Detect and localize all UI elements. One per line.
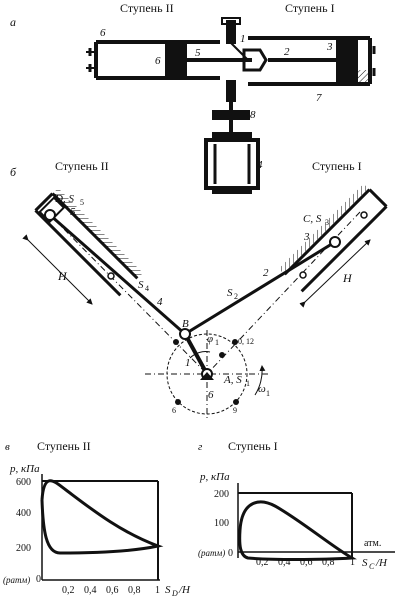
panel-b-stage1-title: Ступень I — [312, 159, 362, 173]
panel-v-letter: в — [5, 441, 10, 453]
stage2-cylinder — [86, 40, 252, 80]
panel-v-zero: 0 — [36, 574, 41, 585]
label-s2-sub: 2 — [234, 292, 238, 301]
panel-g-atm: атм. — [364, 538, 381, 549]
label-b-5: 5 — [70, 206, 76, 218]
panel-v-xtick-04: 0,4 — [84, 585, 97, 596]
panel-v-xlabel-sub: D — [171, 589, 178, 598]
label-a-2: 2 — [284, 46, 290, 58]
label-d: D, S — [54, 193, 74, 205]
panel-v-xtick-1: 1 — [155, 585, 160, 596]
label-b: B — [182, 318, 189, 330]
panel-v-curve — [40, 479, 164, 555]
label-pos-0-12: 0, 12 — [238, 337, 254, 346]
panel-b-letter: б — [10, 165, 17, 179]
panel-a-stage2-title: Ступень II — [120, 1, 174, 15]
label-phi-sub: 1 — [215, 338, 219, 347]
panel-g-xlabel-h: /H — [375, 557, 388, 569]
panel-g-zero: 0 — [228, 548, 233, 559]
label-h-left: H — [57, 269, 68, 283]
link-2 — [184, 240, 336, 336]
panel-g: г Ступень I p, кПа 200 100 (pатм) 0 атм.… — [198, 439, 395, 571]
label-c: C, S — [303, 213, 322, 225]
panel-g-ytick-100: 100 — [214, 518, 229, 529]
panel-g-letter: г — [198, 441, 203, 453]
panel-g-ytick-200: 200 — [214, 489, 229, 500]
panel-v-ytick-400: 400 — [16, 508, 31, 519]
joint-d — [44, 209, 56, 221]
panel-g-xtick-06: 0,6 — [300, 557, 313, 568]
label-omega-sub: 1 — [266, 389, 270, 398]
label-d-sub: 5 — [80, 198, 84, 207]
panel-g-xlabel-s: S — [362, 557, 368, 569]
panel-v-xlabel-h: /H — [178, 584, 191, 596]
panel-v-xtick-08: 0,8 — [128, 585, 141, 596]
panel-g-xtick-02: 0,2 — [256, 557, 269, 568]
stage2-piston — [165, 44, 187, 76]
flywheel — [212, 110, 250, 120]
label-a-7: 4 — [257, 159, 263, 171]
label-a-6-right: 7 — [316, 92, 322, 104]
panel-v-xtick-06: 0,6 — [106, 585, 119, 596]
label-s4-sub: 4 — [145, 284, 149, 293]
crank-circle — [166, 333, 248, 415]
panel-v: в Ступень II p, кПа 600 400 200 (pатм) 0… — [3, 439, 191, 598]
panel-v-xlabel-s: S — [165, 584, 171, 596]
panel-a-letter: а — [10, 15, 16, 29]
stage2-inclined-cylinder — [34, 187, 143, 297]
label-s4: S — [138, 279, 144, 291]
panel-v-title: Ступень II — [37, 439, 91, 453]
label-a-1: 1 — [240, 33, 246, 45]
panel-g-patm: (pатм) — [198, 548, 225, 558]
label-b-2: 2 — [263, 267, 269, 279]
label-a: A, S — [223, 374, 242, 386]
label-c-sub: 3 — [325, 218, 329, 227]
panel-g-ylabel: p, кПа — [199, 471, 230, 483]
joint-c — [329, 236, 341, 248]
panel-b-stage2-title: Ступень II — [55, 159, 109, 173]
panel-g-xtick-04: 0,4 — [278, 557, 291, 568]
panel-g-xtick-08: 0,8 — [322, 557, 335, 568]
label-a-6-left: 6 — [100, 27, 106, 39]
label-pos-9: 9 — [233, 406, 237, 415]
label-b-3: 3 — [303, 231, 310, 243]
label-phi: φ — [207, 333, 213, 345]
label-b-6: 6 — [208, 389, 214, 401]
panel-v-xtick-02: 0,2 — [62, 585, 75, 596]
panel-g-curve — [238, 500, 357, 561]
stage1-cylinder — [248, 36, 376, 86]
stage1-piston — [336, 40, 358, 82]
panel-a-stage1-title: Ступень I — [285, 1, 335, 15]
label-s2: S — [227, 287, 233, 299]
label-omega: ω — [258, 383, 266, 395]
joint-b — [179, 328, 191, 340]
label-h-right: H — [342, 271, 353, 285]
panel-v-ytick-200: 200 — [16, 543, 31, 554]
label-a-8: 8 — [250, 109, 256, 121]
panel-v-patm: (pатм) — [3, 575, 30, 585]
label-a-sub: 1 — [246, 379, 250, 388]
panel-v-ylabel: p, кПа — [9, 463, 40, 475]
link-4 — [49, 213, 186, 336]
label-b-4: 4 — [157, 296, 163, 308]
panel-g-xtick-1: 1 — [350, 557, 355, 568]
panel-g-title: Ступень I — [228, 439, 278, 453]
crank-housing — [212, 17, 268, 132]
label-a-4: 5 — [195, 47, 201, 59]
electric-motor — [204, 132, 260, 194]
panel-v-ytick-600: 600 — [16, 477, 31, 488]
label-b-1: 1 — [185, 357, 191, 369]
label-pos-6: 6 — [172, 406, 176, 415]
panel-b: б Ступень II Ступень I — [10, 159, 388, 418]
label-a-3: 3 — [326, 41, 333, 53]
label-a-5: 6 — [155, 55, 161, 67]
panel-g-xlabel-sub: C — [369, 562, 375, 571]
panel-a: а Ступень II Ступень I — [10, 1, 376, 194]
